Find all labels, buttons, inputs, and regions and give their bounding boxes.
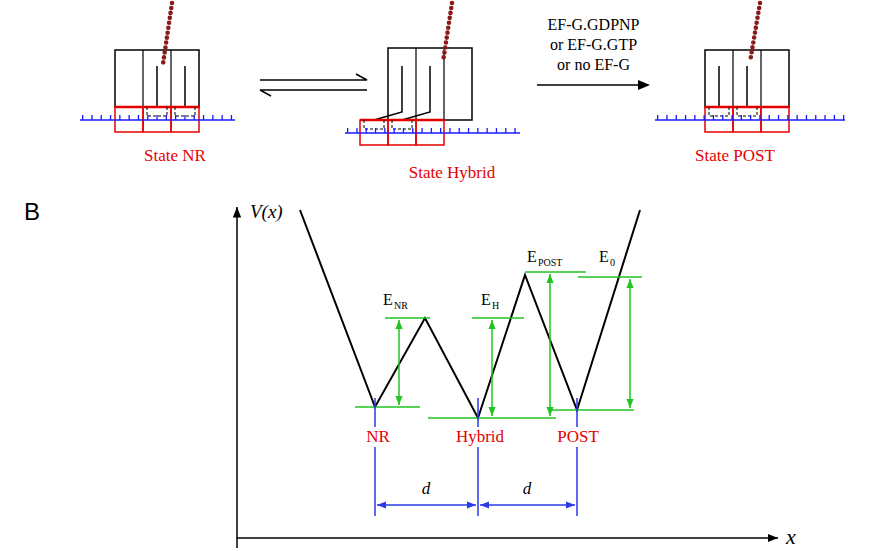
state-label: State Hybrid xyxy=(409,163,495,183)
forward-harpoon xyxy=(260,74,367,80)
state-node: State POST xyxy=(655,0,815,166)
state-label: State POST xyxy=(695,146,775,166)
reaction-arrow xyxy=(260,74,367,96)
energy-symbol: E xyxy=(481,291,491,309)
reaction-arrow xyxy=(537,80,650,90)
arrow-head xyxy=(638,80,650,90)
ribosome-post xyxy=(655,3,845,132)
ribosome-hybrid xyxy=(345,3,520,145)
distance-label: d xyxy=(523,479,532,499)
reaction-condition: EF-G.GDPNP or EF-G.GTP or no EF-G xyxy=(544,15,644,75)
state-name: Hybrid xyxy=(454,427,506,447)
state-label: State NR xyxy=(144,146,206,166)
axis-label: V(x) xyxy=(250,201,283,223)
reverse-harpoon xyxy=(260,90,367,96)
energy-symbol: E xyxy=(527,248,537,266)
ribosome-nr xyxy=(80,3,235,132)
distance-label: d xyxy=(422,479,431,499)
state-node: State Hybrid xyxy=(372,0,532,183)
arrow-shaft xyxy=(537,84,640,86)
state-name: POST xyxy=(555,427,601,447)
energy-subscript: POST xyxy=(538,257,562,269)
energy-subscript: 0 xyxy=(610,257,615,269)
state-name: NR xyxy=(364,427,392,447)
potential-plot xyxy=(237,207,778,548)
energy-subscript: H xyxy=(492,300,499,312)
axis-label: x xyxy=(786,524,796,549)
energy-symbol: E xyxy=(599,248,609,266)
state-node: State NR xyxy=(95,0,255,166)
energy-symbol: E xyxy=(383,291,393,309)
energy-subscript: NR xyxy=(394,300,408,312)
panel-letter: B xyxy=(24,198,40,226)
